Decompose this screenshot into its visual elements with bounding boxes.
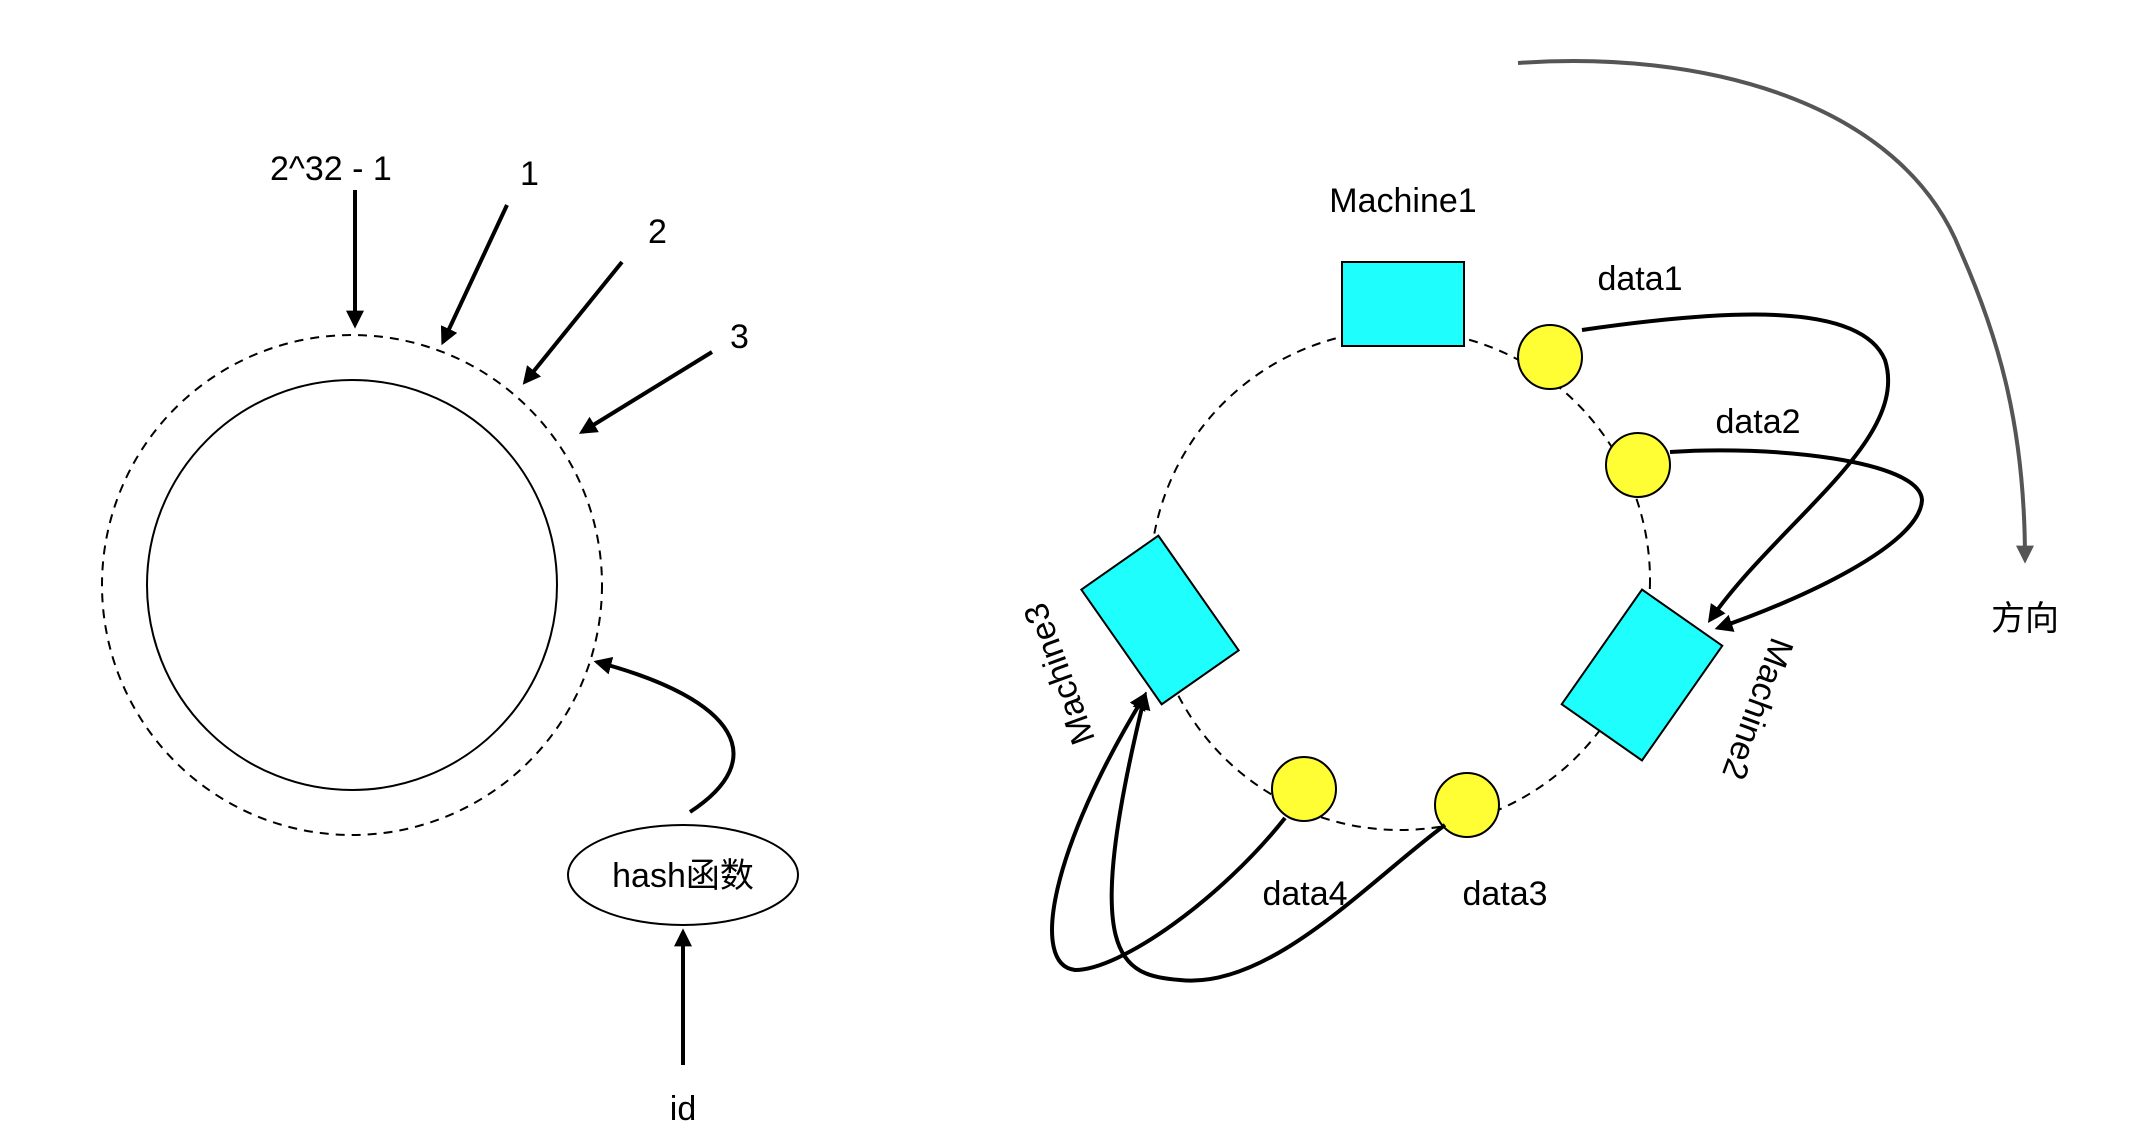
ring-label-max: 2^32 - 1 (270, 150, 392, 188)
arrow-data4-to-machine3 (1050, 691, 1287, 973)
data3-node (1434, 772, 1500, 838)
arrow-data1-to-machine2 (1581, 312, 1890, 623)
arrow-position-2 (522, 260, 624, 385)
arrow-hash-to-ring (593, 657, 736, 814)
data1-node (1517, 324, 1583, 390)
machine2-node (1560, 588, 1724, 762)
arrow-position-1 (440, 204, 509, 346)
consistent-hash-ring-diagram: Machine1 Machine2 Machine3 data1 data2 d… (1017, 59, 2059, 983)
ring-label-2: 2 (648, 213, 667, 251)
data2-label: data2 (1715, 403, 1800, 441)
machine3-label: Machine3 (1017, 598, 1103, 750)
direction-arrow (1517, 59, 2034, 564)
ring-label-1: 1 (520, 155, 539, 193)
machine2-label: Machine2 (1714, 633, 1800, 785)
machine-ring-dashed (1149, 329, 1651, 831)
data3-label: data3 (1462, 875, 1547, 913)
arrow-data2-to-machine2 (1669, 448, 1925, 632)
direction-label: 方向 (1991, 600, 2059, 638)
hash-function-label: hash函数 (612, 857, 754, 895)
machine3-node (1079, 534, 1241, 706)
id-label: id (670, 1090, 696, 1128)
hash-ring-diagram: 2^32 - 1 1 2 3 hash函数 id (101, 150, 799, 1128)
hash-ring-outer-dashed (101, 334, 603, 836)
data4-label: data4 (1262, 875, 1347, 913)
machine1-node (1341, 261, 1465, 347)
arrow-position-3 (578, 350, 714, 434)
data4-node (1271, 756, 1337, 822)
hash-ring-inner (146, 379, 558, 791)
data2-node (1605, 432, 1671, 498)
hash-function-node (567, 824, 799, 926)
ring-label-3: 3 (730, 318, 749, 356)
machine1-label: Machine1 (1329, 182, 1476, 220)
arrow-data3-to-machine3 (1109, 691, 1447, 983)
data1-label: data1 (1597, 260, 1682, 298)
